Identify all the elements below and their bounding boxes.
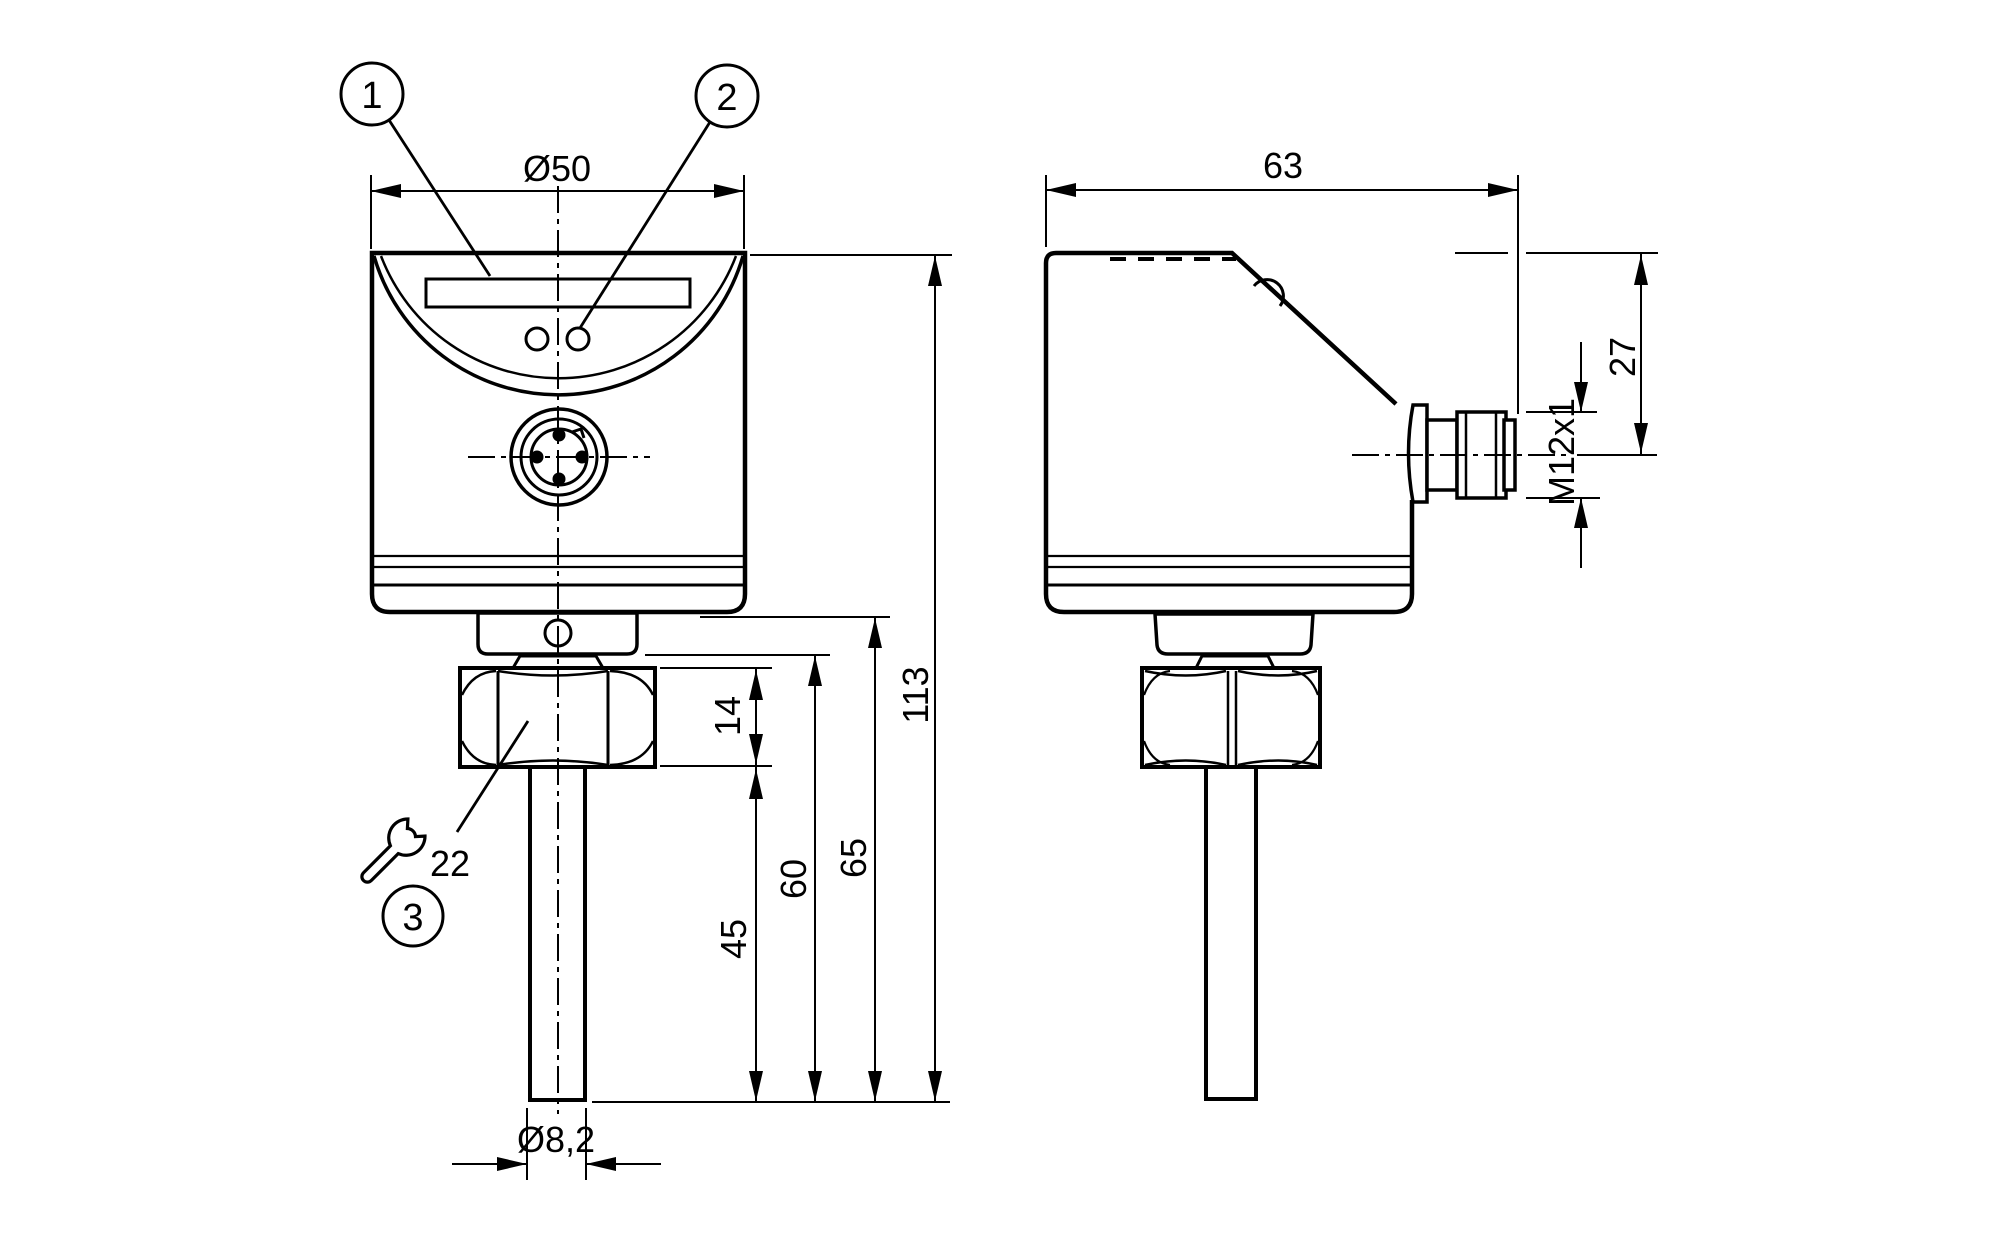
callout-1-leader: [387, 119, 492, 277]
dim-45-label: 45: [713, 919, 754, 959]
dim-depth-label: 63: [1263, 145, 1303, 186]
side-body-band-lines: [1048, 554, 1411, 587]
wrench-icon: [360, 817, 427, 884]
callout-3-circle: [381, 884, 445, 948]
wrench-size-label: 22: [430, 843, 470, 884]
wrench-leader: [455, 720, 530, 833]
callout-1-circle: [339, 61, 405, 127]
m12-connector-side: [1406, 403, 1517, 504]
side-view: [1043, 250, 1568, 1101]
callout-2-circle: [694, 63, 760, 129]
side-slope-button: [1252, 278, 1285, 307]
dim-nut-height-label: 14: [707, 696, 748, 736]
dim-width-label: Ø50: [523, 148, 591, 189]
front-view: [369, 186, 748, 1114]
dimension-arrowheads: [371, 183, 1648, 1171]
dim-65-label: 65: [833, 838, 874, 878]
side-neck: [1153, 612, 1315, 656]
dimension-lines: [370, 175, 1658, 1180]
led-right: [565, 326, 591, 352]
callout-3-number: 3: [402, 897, 423, 939]
front-centerlines: [468, 186, 650, 1114]
dim-60-label: 60: [773, 859, 814, 899]
callout-1-number: 1: [361, 75, 382, 117]
callout-2-leader: [578, 121, 712, 329]
connector-thread-label: M12x1: [1541, 398, 1582, 506]
connector-collar: [1406, 403, 1429, 504]
dim-total-height-label: 113: [895, 666, 936, 723]
callout-2-number: 2: [716, 77, 737, 119]
connector-keyway-notch: [571, 427, 586, 439]
led-left: [524, 326, 550, 352]
side-hex-nut: [1140, 666, 1322, 769]
dim-probe-diameter-label: Ø8,2: [517, 1119, 595, 1160]
callouts: [339, 61, 760, 948]
dim-27-label: 27: [1602, 337, 1643, 377]
side-body-outline: [1043, 250, 1415, 615]
labels: Ø50 63 113 65 60 45 14 Ø8,2 M12x1 27 22 …: [361, 75, 1643, 1160]
side-probe-tube: [1204, 768, 1258, 1101]
